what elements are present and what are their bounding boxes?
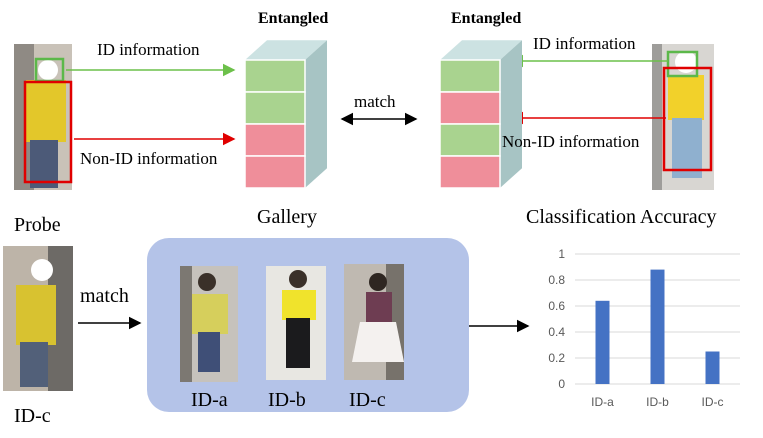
gallery-photo-top [652,44,714,190]
gallery-id-c-label: ID-c [349,389,386,411]
gallery-id-b-label: ID-b [268,389,306,411]
chart-title: Classification Accuracy [526,206,717,228]
nonid-feature-slot [244,123,306,157]
match-label-bottom: match [80,285,129,307]
chart-xtick-label: ID-a [591,395,614,409]
probe-label: Probe [14,214,61,236]
chart-bar-id-c [705,351,720,384]
cube-top-face [245,40,327,60]
id-feature-slot [244,91,306,125]
probe-id-label: ID-c [14,405,51,427]
gallery-photo-id-c [344,264,404,380]
match-label-top: match [354,92,396,111]
chart-xtick-label: ID-c [702,395,724,409]
nonid-box-left [23,80,73,184]
probe-photo-bottom [3,246,73,391]
entangled-title-left: Entangled [258,10,329,27]
gallery-photo-id-a [180,266,238,382]
chart-ytick-label: 1 [558,247,565,261]
chart-bar-id-a [595,300,610,384]
chart-ytick-label: 0.8 [548,273,565,287]
nonid-feature-slot [439,91,501,125]
gallery-photo-id-b [266,266,326,380]
chart-ytick-label: 0.6 [548,299,565,313]
chart-ytick-label: 0.4 [548,325,565,339]
nonid-info-label-left: Non-ID information [80,149,218,168]
id-feature-slot [439,59,501,93]
id-box-right [666,50,699,78]
nonid-info-label-right: Non-ID information [502,132,640,151]
chart-xtick-label: ID-b [646,395,669,409]
nonid-feature-slot [244,155,306,189]
feature-cube-right [439,40,522,189]
probe-photo-top [14,44,73,190]
nonid-feature-slot [439,155,501,189]
gallery-id-a-label: ID-a [191,389,228,411]
gallery-label: Gallery [257,206,317,228]
entangled-title-right: Entangled [451,10,522,27]
id-feature-slot [439,123,501,157]
cube-top-face [440,40,522,60]
nonid-box-right [662,66,713,172]
id-feature-slot [244,59,306,93]
cube-side-face [500,40,522,189]
id-info-label-right: ID information [533,34,636,53]
id-info-label-left: ID information [97,40,200,59]
feature-cube-left [244,40,327,189]
cube-side-face [305,40,327,189]
chart-bar-id-b [650,269,665,384]
chart-ytick-label: 0.2 [548,351,565,365]
chart-ytick-label: 0 [558,377,565,391]
